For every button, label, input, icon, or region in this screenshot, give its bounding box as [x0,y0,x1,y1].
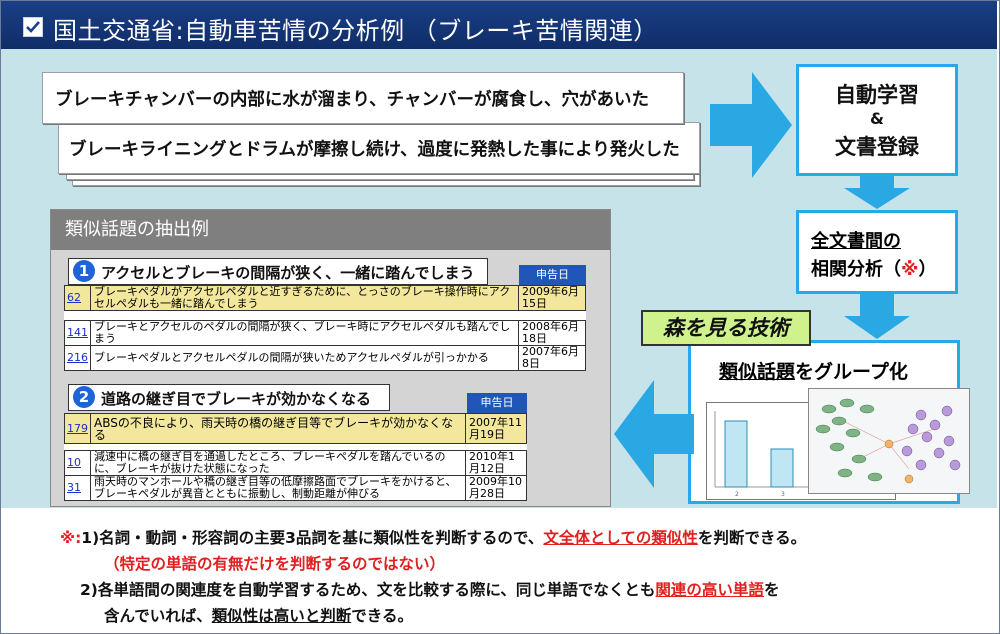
record-link[interactable]: 31 [64,475,91,501]
table-row: 179 ABSの不良により、雨天時の橋の継ぎ目等でブレーキが効かなくなる 200… [64,413,527,444]
learn-line1: 自動学習 [835,83,919,107]
number-circle-icon: 1 [73,260,95,282]
record-date: 2009年10月28日 [465,475,527,501]
record-text: 減速中に橋の継ぎ目を通過したところ、ブレーキペダルを踏んでいるのに、ブレーキが抜… [90,450,466,476]
record-text: ABSの不良により、雨天時の橋の継ぎ目等でブレーキが効かなくなる [90,413,466,444]
record-date: 2009年6月15日 [518,285,586,311]
learn-line3: 文書登録 [835,135,919,159]
document-text: ブレーキチャンバーの内部に水が溜まり、チャンバーが腐食し、穴があいた [55,90,649,110]
record-link[interactable]: 216 [64,345,91,371]
record-link[interactable]: 179 [64,413,91,444]
right-arrow-icon [710,72,792,178]
table-row [64,310,586,321]
date-column-header: 申告日 [467,393,527,413]
table-row: 216 ブレーキペダルとアクセルペダルの間隔が狭いためアクセルペダルが引っかかる… [64,345,586,371]
page-title: 国土交通省:自動車苦情の分析例 （ブレーキ苦情関連） [53,17,658,45]
down-arrow-icon [844,176,910,209]
record-link[interactable]: 141 [64,320,91,346]
record-text: ブレーキペダルとアクセルペダルの間隔が狭いためアクセルペダルが引っかかる [90,345,519,371]
topic2-results-table: 179 ABSの不良により、雨天時の橋の継ぎ目等でブレーキが効かなくなる 200… [64,413,527,501]
record-link[interactable]: 62 [64,285,91,311]
record-date: 2010年1月12日 [465,450,527,476]
down-arrow-icon [844,294,910,339]
date-column-header: 申告日 [519,265,586,285]
grouping-label: 類似話題をグループ化 [719,361,908,383]
correlation-box: 全文書間の 相関分析（※） [796,210,958,294]
number-circle-icon: 2 [73,386,95,408]
note-line-1: ※:1)名詞・動詞・形容詞の主要3品詞を基に類似性を判断するので、文全体としての… [60,529,807,547]
record-date: 2007年6月8日 [518,345,586,371]
record-link[interactable]: 10 [64,450,91,476]
forest-view-badge: 森を見る技術 [641,310,811,346]
topic1-label: 1 アクセルとブレーキの間隔が狭く、一緒に踏んでしまう [68,258,488,285]
record-text: ブレーキとアクセルのペダルの間隔が狭く、ブレーキ時にアクセルペダルも踏んでしまう [90,320,519,346]
note-line-4: 含んでいれば、類似性は高いと判断できる。 [104,607,413,625]
topic2-label: 2 道路の継ぎ目でブレーキが効かなくなる [68,384,390,411]
correlation-line1: 全文書間の [811,231,901,252]
document-text: ブレーキライニングとドラムが摩擦し続け、過度に発熱した事により発火した [69,140,680,160]
svg-text:2: 2 [735,491,739,498]
learn-line2: & [870,109,884,128]
similar-topics-title: 類似話題の抽出例 [51,210,610,250]
record-date: 2008年6月18日 [518,320,586,346]
note-line-2: （特定の単語の有無だけを判断するのではない） [104,555,446,573]
correlation-line2: 相関分析（※） [811,259,937,280]
checkbox-icon [23,17,43,37]
topic1-text: アクセルとブレーキの間隔が狭く、一緒に踏んでしまう [101,264,475,282]
document-sheet: ブレーキチャンバーの内部に水が溜まり、チャンバーが腐食し、穴があいた [42,72,684,124]
learn-register-box: 自動学習 & 文書登録 [796,64,958,176]
topic1-results-table: 62 ブレーキペダルがアクセルペダルと近すぎるために、とっさのブレーキ操作時にア… [64,285,586,371]
document-sheet: ブレーキライニングとドラムが摩擦し続け、過度に発熱した事により発火した [58,122,700,174]
note-line-3: 2)各単語間の関連度を自動学習するため、文を比較する際に、同じ単語でなくとも関連… [80,581,780,599]
table-row: 10 減速中に橋の継ぎ目を通過したところ、ブレーキペダルを踏んでいるのに、ブレー… [64,450,527,476]
svg-text:3: 3 [781,491,785,498]
table-row: 62 ブレーキペダルがアクセルペダルと近すぎるために、とっさのブレーキ操作時にア… [64,285,586,311]
table-row: 141 ブレーキとアクセルのペダルの間隔が狭く、ブレーキ時にアクセルペダルも踏ん… [64,320,586,346]
left-arrow-icon [614,380,694,488]
record-text: 雨天時のマンホールや橋の継ぎ目等の低摩擦路面でブレーキをかけると、ブレーキペダル… [90,475,466,501]
record-date: 2007年11月19日 [465,413,527,444]
slide-header: 国土交通省:自動車苦情の分析例 （ブレーキ苦情関連） [1,1,997,49]
record-text: ブレーキペダルがアクセルペダルと近すぎるために、とっさのブレーキ操作時にアクセル… [90,285,519,311]
network-graph-thumbnail [808,388,970,494]
table-row: 31 雨天時のマンホールや橋の継ぎ目等の低摩擦路面でブレーキをかけると、ブレーキ… [64,475,527,501]
topic2-text: 道路の継ぎ目でブレーキが効かなくなる [101,390,372,408]
